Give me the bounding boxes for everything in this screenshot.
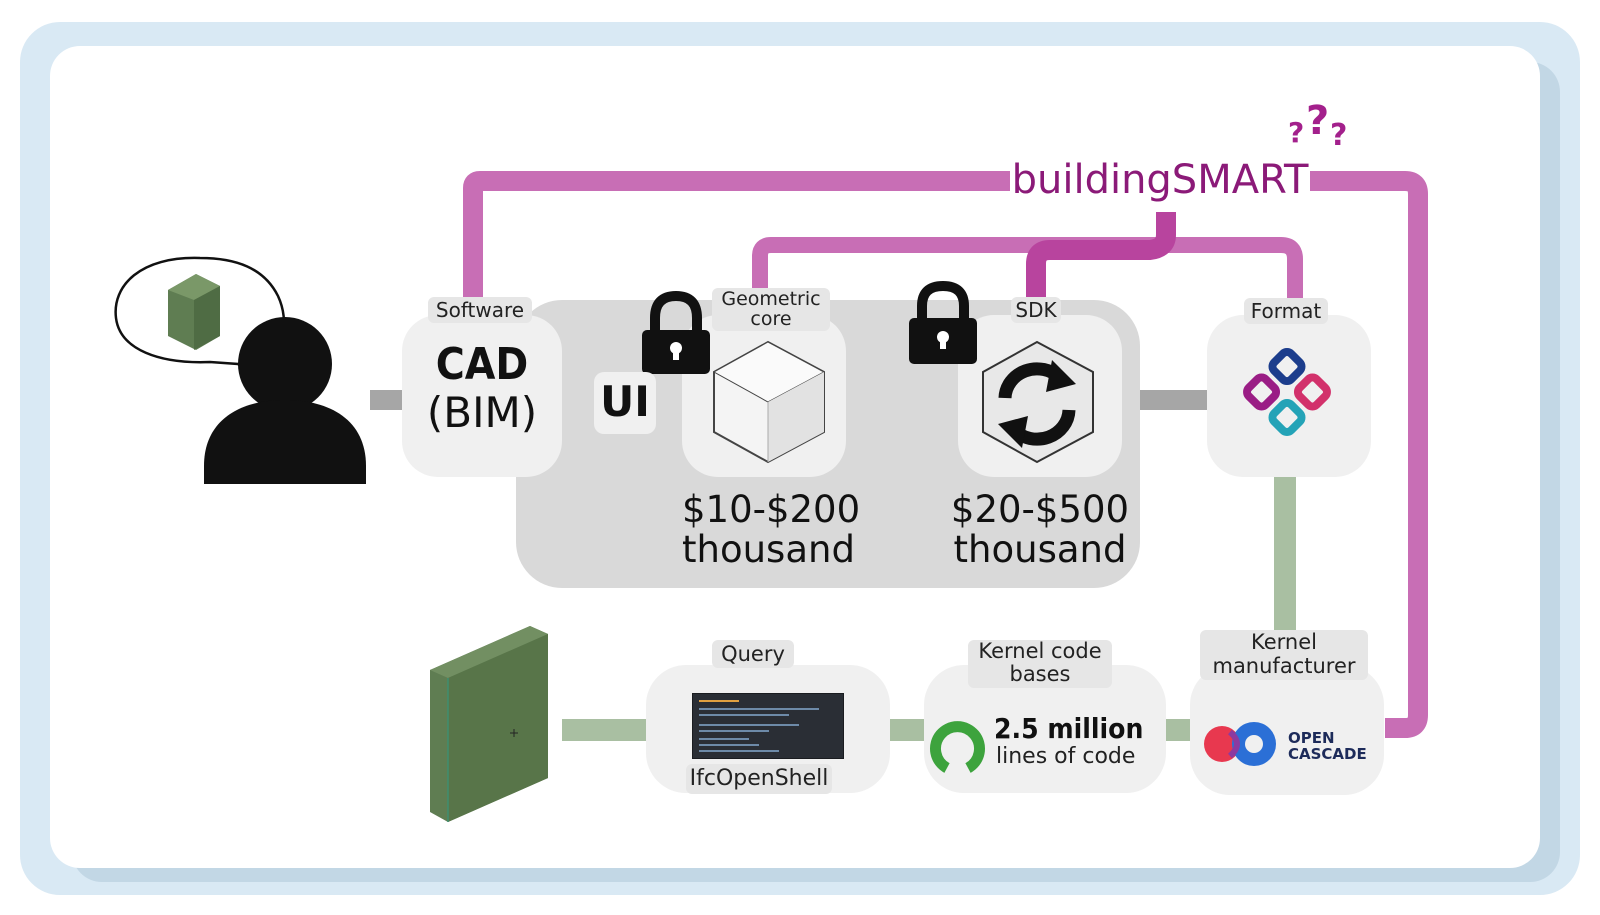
geometric-core-label: Geometric core	[712, 288, 830, 331]
terminal-line	[699, 738, 749, 740]
bottom-connector-block	[562, 719, 662, 741]
kernel-code-bases-line2: bases	[1009, 662, 1071, 686]
kernel-manufacturer-line1: Kernel	[1251, 630, 1317, 654]
cad-subtitle: (BIM)	[426, 388, 538, 437]
ifc-logo-icon	[1243, 348, 1331, 436]
open-cascade-wordmark: OPEN CASCADE	[1288, 730, 1367, 762]
cube-icon	[712, 340, 826, 464]
buildingsmart-sdk-connector	[1026, 212, 1176, 312]
geometric-core-price-unit: thousand	[682, 528, 855, 571]
bim-element-block	[430, 626, 548, 822]
buildingsmart-core-connector	[752, 237, 1150, 300]
geometric-core-label-line1: Geometric	[721, 288, 821, 310]
terminal-line	[699, 708, 819, 710]
format-card	[1207, 315, 1371, 477]
geometric-core-price-range: $10-$200	[682, 488, 861, 531]
code-stats-unit: lines of code	[996, 744, 1136, 769]
kernel-manufacturer-label: Kernel manufacturer	[1200, 630, 1368, 680]
buildingsmart-outer-connector	[463, 171, 1428, 738]
open-source-icon	[930, 721, 985, 773]
ui-label: UI	[594, 372, 656, 434]
kernel-code-bases-label: Kernel code bases	[968, 640, 1112, 688]
format-label: Format	[1244, 298, 1328, 324]
ifcopenshell-terminal	[692, 693, 844, 759]
sdk-price-unit: thousand	[953, 528, 1127, 571]
terminal-line	[699, 750, 779, 752]
sdk-price-range: $20-$500	[950, 488, 1130, 531]
open-cascade-line2: CASCADE	[1288, 745, 1367, 763]
open-cascade-line1: OPEN	[1288, 729, 1335, 747]
buildingsmart-format-connector	[1150, 237, 1303, 312]
sdk-label: SDK	[1011, 297, 1061, 323]
terminal-line	[699, 744, 759, 746]
terminal-line	[699, 730, 769, 732]
terminal-line	[699, 714, 789, 716]
query-label: Query	[712, 640, 794, 668]
question-mark-2: ?	[1306, 98, 1330, 144]
ifcopenshell-label: IfcOpenShell	[686, 764, 832, 794]
question-mark-1: ?	[1288, 116, 1305, 149]
software-card	[402, 315, 562, 477]
terminal-line	[699, 724, 799, 726]
question-mark-3: ?	[1330, 118, 1348, 153]
code-stats-value: 2.5 million	[994, 712, 1144, 745]
software-label: Software	[428, 297, 532, 323]
geometric-core-label-line2: core	[750, 308, 792, 330]
sdk-price: $20-$500 thousand	[950, 490, 1130, 570]
terminal-line	[699, 700, 739, 702]
geometric-core-price: $10-$200 thousand	[682, 488, 861, 571]
format-kernel-connector	[1274, 470, 1296, 645]
sync-icon	[982, 340, 1094, 464]
person-icon	[204, 317, 366, 484]
cad-title: CAD	[435, 339, 529, 390]
open-cascade-logo	[1204, 722, 1276, 766]
buildingsmart-label: buildingSMART	[1010, 154, 1310, 206]
lock-icon	[642, 290, 710, 374]
kernel-code-bases-line1: Kernel code	[978, 639, 1102, 663]
lock-icon-sdk	[909, 280, 977, 364]
kernel-manufacturer-line2: manufacturer	[1212, 654, 1356, 678]
